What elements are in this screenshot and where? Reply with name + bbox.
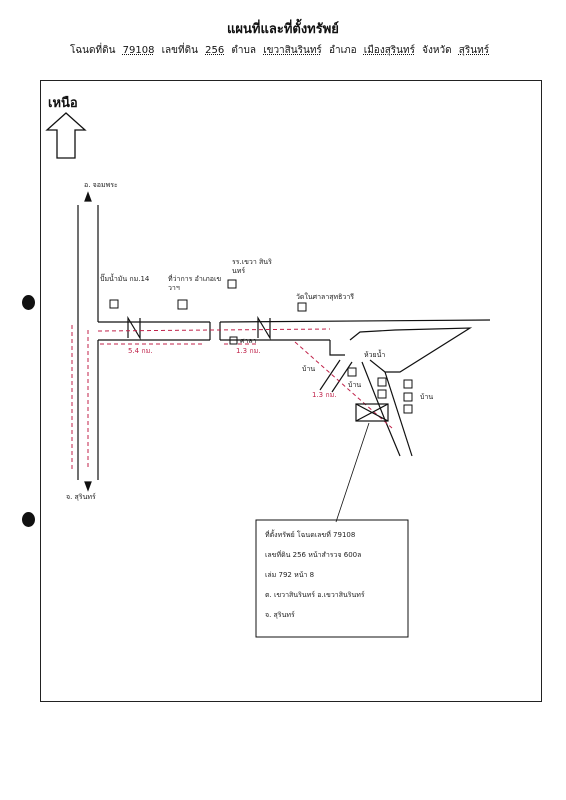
land-label: เลขที่ดิน xyxy=(161,45,198,56)
callout-leader xyxy=(335,422,370,523)
note-line: จ. สุรินทร์ xyxy=(265,611,295,619)
distance-main-road: 5.4 กม. xyxy=(128,347,153,355)
district-office-label: ที่ว่าการ อำเภอเขวาฯ xyxy=(168,275,222,292)
property-note: ที่ตั้งทรัพย์ โฉนดเลขที่ 79108 เลขที่ดิน… xyxy=(265,525,405,625)
note-line: ที่ตั้งทรัพย์ โฉนดเลขที่ 79108 xyxy=(265,531,356,539)
water-label: ห้วยน้ำ xyxy=(364,351,386,359)
north-label: เหนือ xyxy=(48,96,78,111)
punch-hole xyxy=(22,295,35,310)
gas-station-label: ปั๊มน้ำมัน กม.14 xyxy=(100,275,150,283)
land-number: 256 xyxy=(205,45,225,56)
house-label-c: บ้าน xyxy=(420,393,434,401)
note-line: ต. เขวาสินรินทร์ อ.เขวาสินรินทร์ xyxy=(265,591,365,599)
district-label: อำเภอ xyxy=(328,45,357,56)
note-line: เล่ม 792 หน้า 8 xyxy=(265,571,315,579)
deed-number: 79108 xyxy=(122,45,155,56)
subdistrict-label: ตำบล xyxy=(231,45,256,56)
property-info-line: โฉนดที่ดิน 79108 เลขที่ดิน 256 ตำบล เขวา… xyxy=(70,43,493,58)
punch-hole xyxy=(22,512,35,527)
east-west-road xyxy=(98,315,491,341)
village-roads xyxy=(319,327,473,457)
school-label: รร.เขวา สินรินทร์ xyxy=(232,258,272,275)
distance-lines xyxy=(71,325,393,470)
road-bottom-label: จ. สุรินทร์ xyxy=(66,493,96,501)
house-label-b: บ้าน xyxy=(348,381,362,389)
temple-label: วัดในศาลาสุทธิวารี xyxy=(296,293,355,301)
note-box xyxy=(255,519,409,638)
province-label: จังหวัด xyxy=(422,45,452,56)
subdistrict-value: เขวาสินรินทร์ xyxy=(263,45,322,56)
distance-diagonal: 1.3 กม. xyxy=(312,391,337,399)
north-arrow-icon xyxy=(45,112,87,159)
main-road xyxy=(77,191,99,492)
province-value: สุรินทร์ xyxy=(458,45,490,56)
property-parcel-icon xyxy=(355,403,389,422)
district-value: เมืองสุรินทร์ xyxy=(363,45,415,56)
distance-branch: 1.3 กม. xyxy=(236,347,261,355)
note-line: เลขที่ดิน 256 หน้าสำรวจ 600ล xyxy=(265,551,362,559)
house-label-a: บ้าน xyxy=(302,365,316,373)
map-frame xyxy=(40,80,542,702)
buildings xyxy=(109,279,413,414)
road-top-label: อ. จอมพระ xyxy=(84,181,118,189)
deed-label: โฉนดที่ดิน xyxy=(70,45,116,56)
market-label: ศาลา xyxy=(240,337,257,345)
document-title: แผนที่และที่ตั้งทรัพย์ xyxy=(227,22,339,37)
